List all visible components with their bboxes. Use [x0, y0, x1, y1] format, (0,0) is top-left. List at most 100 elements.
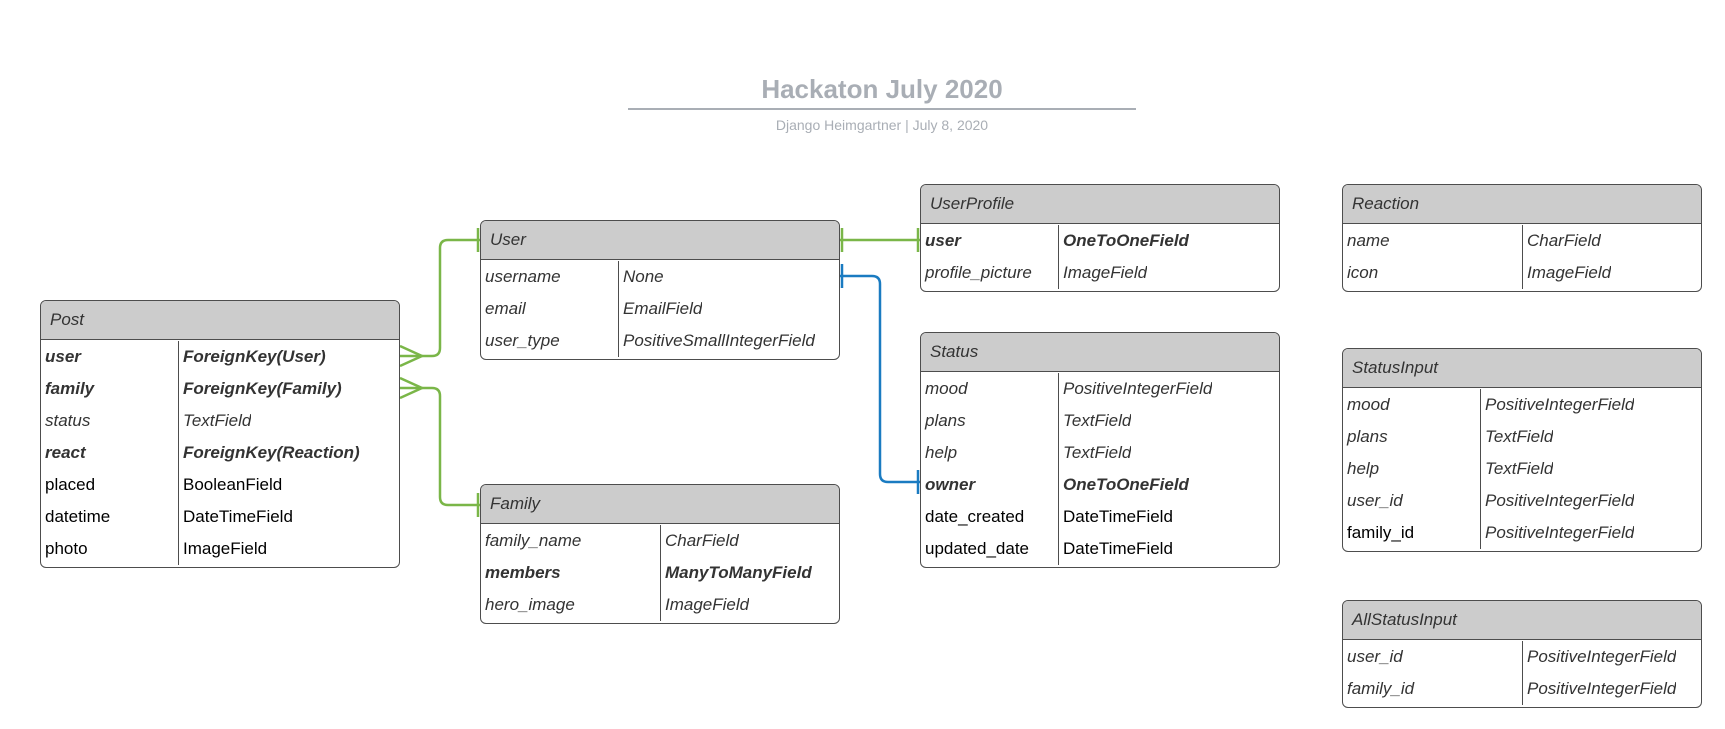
field-type: CharField — [665, 531, 739, 550]
entity-family-title: Family — [481, 485, 839, 524]
field-name: placed — [41, 469, 179, 501]
field-name: family — [41, 373, 179, 405]
field-name: help — [1343, 453, 1481, 485]
field-type: PositiveIntegerField — [1527, 647, 1677, 666]
field-name: members — [481, 557, 661, 589]
entity-userprofile-title: UserProfile — [921, 185, 1279, 224]
field-name: family_id — [1343, 517, 1481, 549]
field-name: email — [481, 293, 619, 325]
entity-user-title: User — [481, 221, 839, 260]
field-type: None — [623, 267, 664, 286]
field-name: plans — [1343, 421, 1481, 453]
field-type: TextField — [1485, 459, 1554, 478]
document-title: Hackaton July 2020 — [761, 74, 1003, 104]
field-name: user — [41, 341, 179, 373]
field-type: PositiveIntegerField — [1485, 395, 1635, 414]
field-name: profile_picture — [921, 257, 1059, 289]
field-name: date_created — [921, 501, 1059, 533]
field-name: react — [41, 437, 179, 469]
field-type: ForeignKey(User) — [183, 347, 326, 366]
field-type: ManyToManyField — [665, 563, 812, 582]
field-name: user_id — [1343, 485, 1481, 517]
field-type: DateTimeField — [183, 507, 293, 526]
field-type: TextField — [1063, 443, 1132, 462]
field-type: OneToOneField — [1063, 475, 1189, 494]
field-type: CharField — [1527, 231, 1601, 250]
field-name: datetime — [41, 501, 179, 533]
entity-statusinput-title: StatusInput — [1343, 349, 1701, 388]
field-name: photo — [41, 533, 179, 565]
field-name: help — [921, 437, 1059, 469]
field-type: DateTimeField — [1063, 539, 1173, 558]
field-type: TextField — [1063, 411, 1132, 430]
field-name: updated_date — [921, 533, 1059, 565]
field-name: mood — [1343, 389, 1481, 421]
connector-user-status — [840, 264, 920, 494]
field-type: PositiveIntegerField — [1063, 379, 1213, 398]
field-type: ForeignKey(Family) — [183, 379, 342, 398]
field-type: TextField — [1485, 427, 1554, 446]
field-type: PositiveIntegerField — [1485, 523, 1635, 542]
connector-user-userprofile — [840, 228, 920, 252]
field-name: user — [921, 225, 1059, 257]
field-name: user_type — [481, 325, 619, 357]
field-name: family_id — [1343, 673, 1523, 705]
field-name: name — [1343, 225, 1523, 257]
connector-post-family — [399, 376, 480, 517]
field-type: ForeignKey(Reaction) — [183, 443, 360, 462]
field-name: icon — [1343, 257, 1523, 289]
title-divider — [628, 108, 1136, 110]
entity-allstatusinput-title: AllStatusInput — [1343, 601, 1701, 640]
field-type: BooleanField — [183, 475, 283, 494]
field-name: family_name — [481, 525, 661, 557]
field-type: PositiveIntegerField — [1485, 491, 1635, 510]
field-type: EmailField — [623, 299, 703, 318]
entity-status-title: Status — [921, 333, 1279, 372]
field-type: DateTimeField — [1063, 507, 1173, 526]
field-type: PositiveSmallIntegerField — [623, 331, 815, 350]
title-block: Hackaton July 2020 Django Heimgartner | … — [628, 72, 1136, 134]
field-type: ImageField — [1063, 263, 1148, 282]
field-name: plans — [921, 405, 1059, 437]
field-type: ImageField — [665, 595, 750, 614]
field-name: username — [481, 261, 619, 293]
field-name: status — [41, 405, 179, 437]
field-name: mood — [921, 373, 1059, 405]
connector-post-user — [399, 228, 480, 368]
field-name: hero_image — [481, 589, 661, 621]
